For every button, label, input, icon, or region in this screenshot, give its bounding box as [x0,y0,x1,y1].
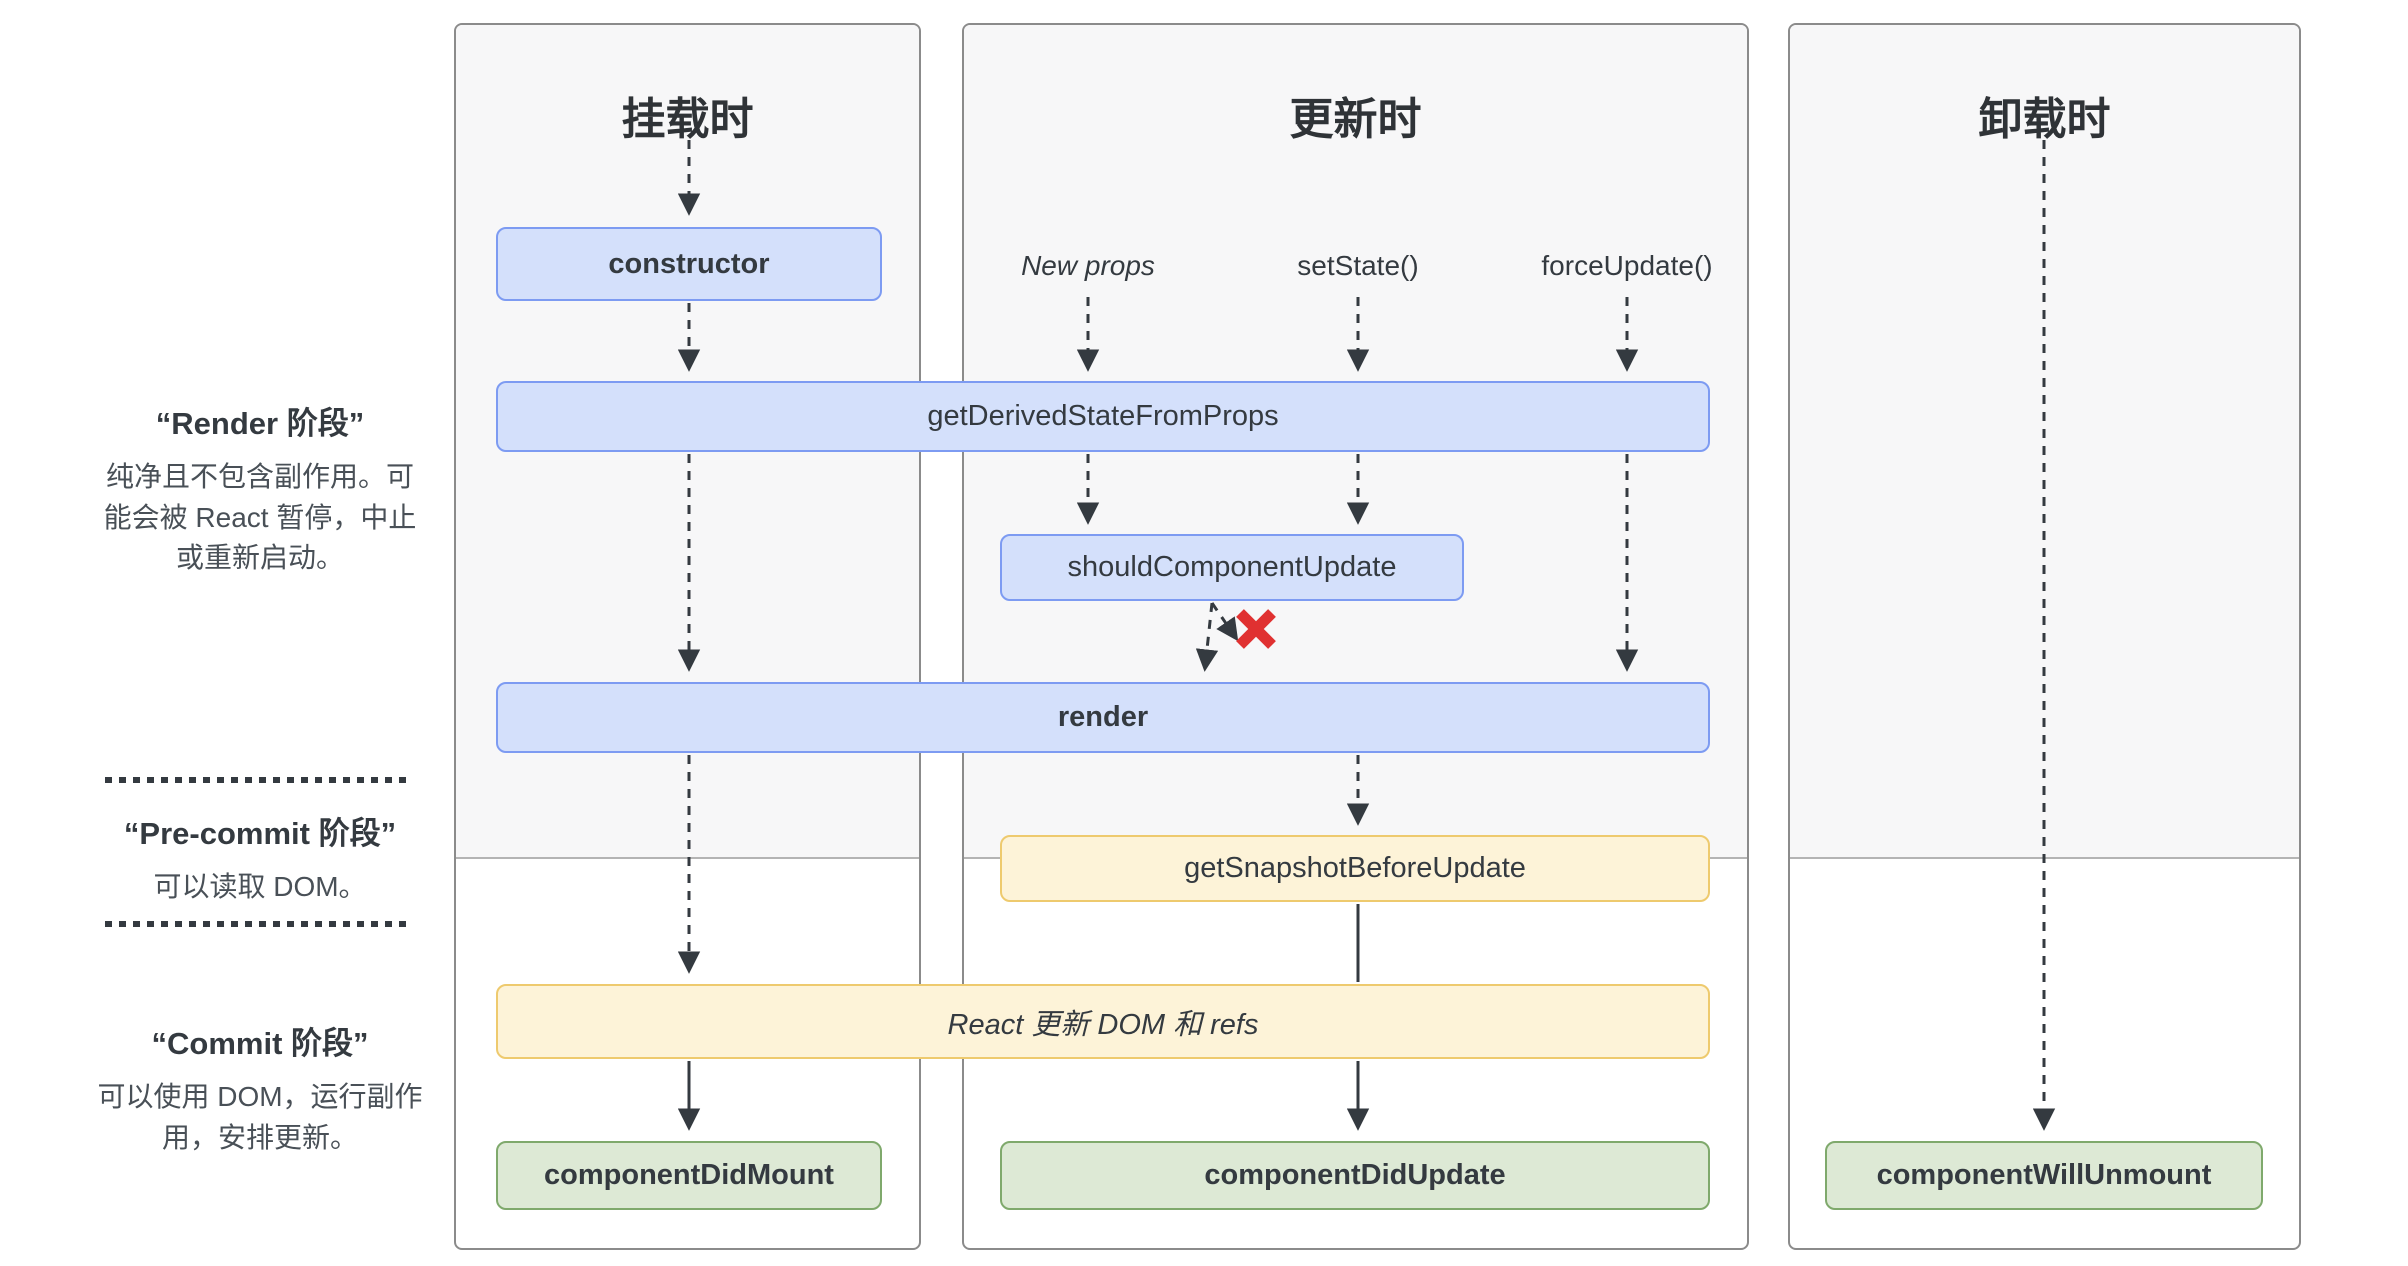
render-phase-title: “Render 阶段” [155,406,365,441]
get-derived-state-from-props-box[interactable]: getDerivedStateFromProps [496,381,1710,452]
render-phase-desc: 纯净且不包含副作用。可能会被 React 暂停，中止或重新启动。 [103,461,417,574]
component-will-unmount-box[interactable]: componentWillUnmount [1825,1141,2263,1210]
trigger-force-update: forceUpdate() [1541,250,1713,281]
phase-divider-top [105,777,413,783]
trigger-new-props: New props [1021,250,1155,281]
pre-commit-phase-title: “Pre-commit 阶段” [123,816,397,851]
render-box[interactable]: render [496,682,1710,753]
commit-phase-label: “Commit 阶段” 可以使用 DOM，运行副作用，安排更新。 [95,1018,425,1158]
trigger-set-state: setState() [1297,250,1419,281]
phase-divider-bottom [105,921,413,927]
column-updating-title: 更新时 [1289,95,1422,144]
render-phase-label: “Render 阶段” 纯净且不包含副作用。可能会被 React 暂停，中止或重… [95,398,425,579]
commit-phase-title: “Commit 阶段” [151,1026,369,1061]
component-did-mount-box[interactable]: componentDidMount [496,1141,882,1210]
get-snapshot-before-update-box[interactable]: getSnapshotBeforeUpdate [1000,835,1710,902]
react-updates-dom-box: React 更新 DOM 和 refs [496,984,1710,1059]
arrow-scu-false-to-stop [1210,602,1239,642]
component-did-update-box[interactable]: componentDidUpdate [1000,1141,1710,1210]
column-unmounting-title: 卸载时 [1978,95,2111,144]
column-mounting-title: 挂载时 [621,95,754,144]
pre-commit-phase-desc: 可以读取 DOM。 [153,871,367,902]
should-component-update-box[interactable]: shouldComponentUpdate [1000,534,1464,601]
arrow-scu-true-to-render [1195,602,1219,672]
stop-x-icon [1236,609,1276,649]
pre-commit-phase-label: “Pre-commit 阶段” 可以读取 DOM。 [95,808,425,908]
constructor-box[interactable]: constructor [496,227,882,301]
commit-phase-desc: 可以使用 DOM，运行副作用，安排更新。 [97,1081,423,1153]
